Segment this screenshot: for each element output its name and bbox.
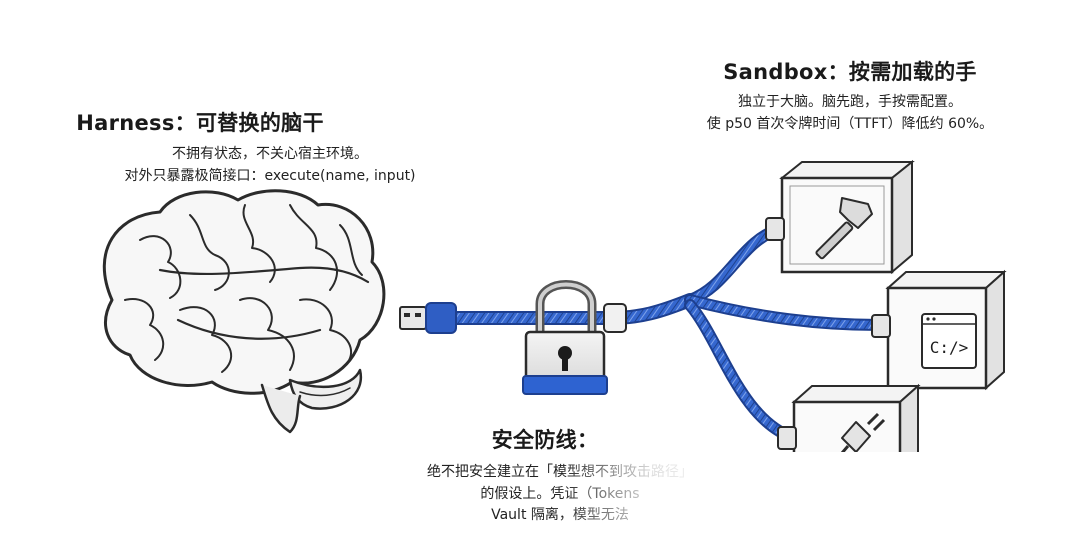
sandbox-title: Sandbox：按需加载的手 bbox=[690, 56, 1010, 86]
sandbox-desc-line-2: 使 p50 首次令牌时间（TTFT）降低约 60%。 bbox=[640, 114, 1060, 136]
harness-desc-line-1: 不拥有状态，不关心宿主环境。 bbox=[0, 144, 540, 166]
harness-title: Harness：可替换的脑干 bbox=[0, 107, 400, 137]
harness-desc-line-2: 对外只暴露极简接口：execute(name, input) bbox=[0, 166, 540, 188]
sandbox-description: 独立于大脑。脑先跑，手按需配置。 使 p50 首次令牌时间（TTFT）降低约 6… bbox=[640, 92, 1060, 135]
security-title: 安全防线： bbox=[440, 424, 650, 454]
padlock-icon bbox=[523, 285, 607, 395]
harness-description: 不拥有状态，不关心宿主环境。 对外只暴露极简接口：execute(name, i… bbox=[0, 144, 540, 187]
brain-icon bbox=[104, 191, 384, 432]
tool-box-hammer bbox=[766, 162, 912, 272]
sandbox-desc-line-1: 独立于大脑。脑先跑，手按需配置。 bbox=[640, 92, 1060, 114]
fade-overlay bbox=[560, 452, 1080, 555]
usb-plug-icon bbox=[400, 303, 456, 333]
terminal-prompt-text: C:/> bbox=[930, 338, 969, 357]
tool-box-terminal: C:/> bbox=[872, 272, 1004, 388]
cable-collar bbox=[604, 304, 626, 332]
